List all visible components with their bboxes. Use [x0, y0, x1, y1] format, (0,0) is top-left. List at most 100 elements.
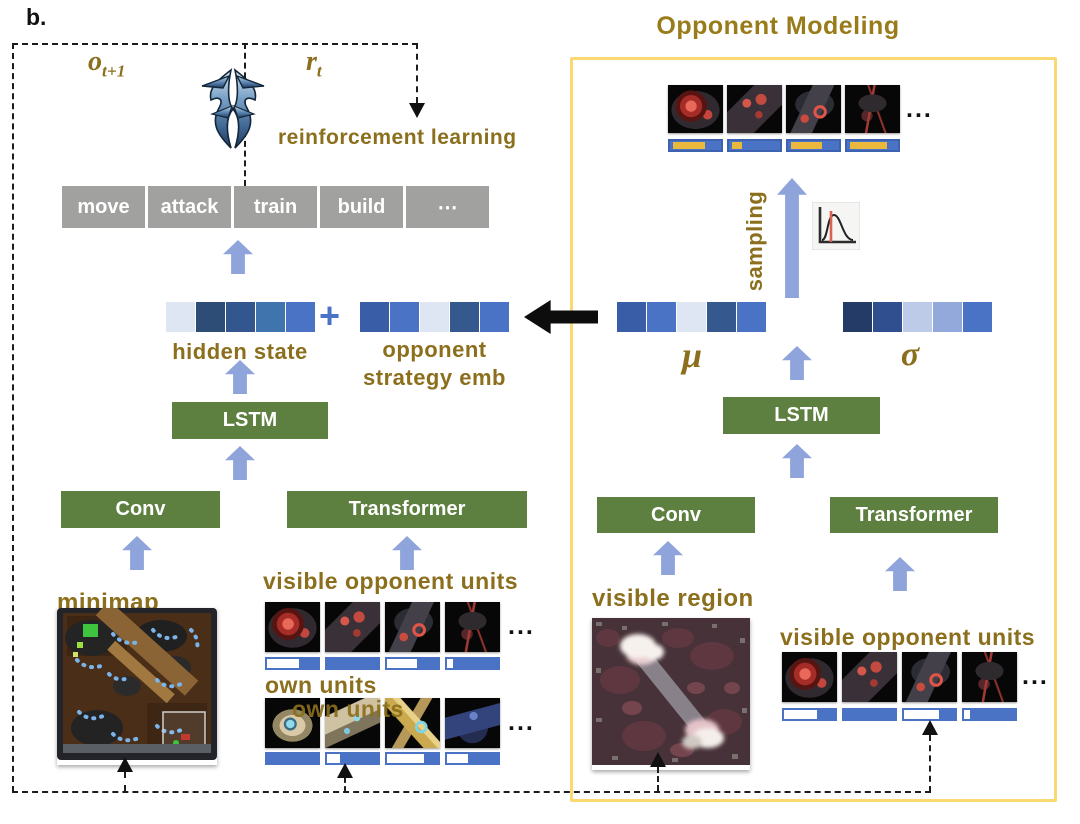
arrow-up-encoders-to-lstm: [225, 446, 255, 480]
action-cell: attack: [148, 186, 231, 228]
zerg-unit-b-icon: [842, 652, 897, 702]
env-to-minimap-arrowhead: [117, 757, 133, 772]
vector-cell: [226, 302, 255, 332]
conv-module-left: Conv: [61, 491, 220, 528]
bar-fill: [673, 142, 705, 149]
mu-vector: [617, 302, 766, 332]
zerg-unit-a-icon: [668, 85, 723, 133]
protoss-unit-d-icon: [445, 698, 500, 748]
vector-cell: [647, 302, 676, 332]
zerg-unit-b-icon: [727, 85, 782, 133]
vector-cell: [873, 302, 902, 332]
hp-bar: [445, 657, 500, 670]
arrow-up-lstm-to-hidden: [225, 360, 255, 394]
hp-bar: [265, 657, 320, 670]
ellipsis-left-opponent: ...: [508, 612, 535, 640]
vector-cell: [933, 302, 962, 332]
env-to-region-arrowhead: [650, 752, 666, 767]
opponent-strategy-label: opponent strategy emb: [352, 336, 517, 391]
env-to-units-stem-right: [929, 735, 931, 792]
bar-fill: [732, 142, 743, 149]
ellipsis-own-units: ...: [508, 708, 535, 736]
transformer-module-right: Transformer: [830, 497, 998, 533]
lstm-module-left: LSTM: [172, 402, 328, 439]
zerg-unit-d-icon: [445, 602, 500, 652]
action-cell: move: [62, 186, 145, 228]
opponent-hp-bars-left: [265, 657, 500, 670]
opponent-modeling-frame: [570, 57, 1057, 802]
env-loop-bottom-line: [12, 791, 931, 793]
vector-cell: [707, 302, 736, 332]
visible-region-label: visible region: [592, 585, 754, 612]
visible-opponent-units-label-right: visible opponent units: [780, 624, 1036, 650]
reinforcement-learning-label: reinforcement learning: [278, 126, 517, 149]
hp-bar: [325, 657, 380, 670]
env-to-region-stem: [657, 767, 659, 791]
own-units-label: own units: [265, 672, 377, 698]
zerg-unit-a-icon: [265, 602, 320, 652]
vector-cell: [420, 302, 449, 332]
arrow-up-units-to-transformer: [392, 536, 422, 570]
strategy-bar: [668, 139, 723, 152]
bar-fill: [938, 710, 955, 719]
hp-bar: [445, 752, 500, 765]
bar-fill: [970, 710, 1015, 719]
vector-cell: [166, 302, 195, 332]
bar-fill: [468, 754, 498, 763]
protoss-unit-c-icon: [385, 698, 440, 748]
opponent-modeling-title: Opponent Modeling: [656, 12, 900, 40]
bar-fill: [844, 710, 895, 719]
bar-fill: [327, 659, 378, 668]
hidden-state-vector: [166, 302, 315, 332]
opponent-strategy-vector: [360, 302, 509, 332]
observation-symbol: ot+1: [88, 46, 125, 82]
opponent-strategy-label-line2: strategy emb: [363, 364, 506, 390]
predicted-opponent-units-row: [668, 85, 900, 133]
strategy-bar: [727, 139, 782, 152]
sigma-vector: [843, 302, 992, 332]
vector-cell: [286, 302, 315, 332]
env-to-units-arrowhead-right: [922, 720, 938, 735]
vector-cell: [843, 302, 872, 332]
vector-cell: [450, 302, 479, 332]
reward-arrowhead: [409, 103, 425, 118]
vector-cell: [480, 302, 509, 332]
opponent-strategy-label-line1: opponent: [382, 337, 487, 362]
vector-cell: [737, 302, 766, 332]
bar-fill: [298, 659, 318, 668]
hp-bar: [265, 752, 320, 765]
reward-base: r: [306, 46, 317, 77]
predicted-strategy-bars: [668, 139, 900, 152]
ellipsis-right-opponent: ...: [1022, 662, 1049, 690]
env-to-own-units-arrowhead: [337, 763, 353, 778]
minimap-image: [57, 600, 217, 765]
hidden-state-label: hidden state: [172, 339, 308, 364]
zerg-unit-b-icon: [325, 602, 380, 652]
gaussian-distribution-icon: [811, 201, 861, 255]
visible-opponent-units-row-right: [782, 652, 1017, 702]
hp-bar: [385, 752, 440, 765]
zerg-unit-d-icon: [845, 85, 900, 133]
visible-opponent-units-label-left: visible opponent units: [263, 568, 519, 594]
bar-fill: [423, 754, 438, 763]
vector-cell: [963, 302, 992, 332]
zerg-unit-c-icon: [385, 602, 440, 652]
bar-fill: [453, 659, 498, 668]
visible-region-image: [592, 618, 750, 770]
hp-bar: [782, 708, 837, 721]
own-units-row: [265, 698, 500, 748]
vector-cell: [903, 302, 932, 332]
starcraft-logo-icon: [198, 66, 268, 157]
ellipsis-predicted-units: ...: [906, 95, 933, 123]
zerg-unit-a-icon: [782, 652, 837, 702]
protoss-unit-a-icon: [265, 698, 320, 748]
sigma-label: σ: [900, 336, 920, 373]
own-units-overlay-label: own units: [292, 696, 404, 722]
bar-fill: [817, 710, 835, 719]
vector-cell: [677, 302, 706, 332]
hp-bar: [842, 708, 897, 721]
env-to-minimap-stem: [124, 772, 126, 791]
vector-cell: [196, 302, 225, 332]
reward-arrow-stem: [416, 43, 418, 103]
action-cell: train: [234, 186, 317, 228]
